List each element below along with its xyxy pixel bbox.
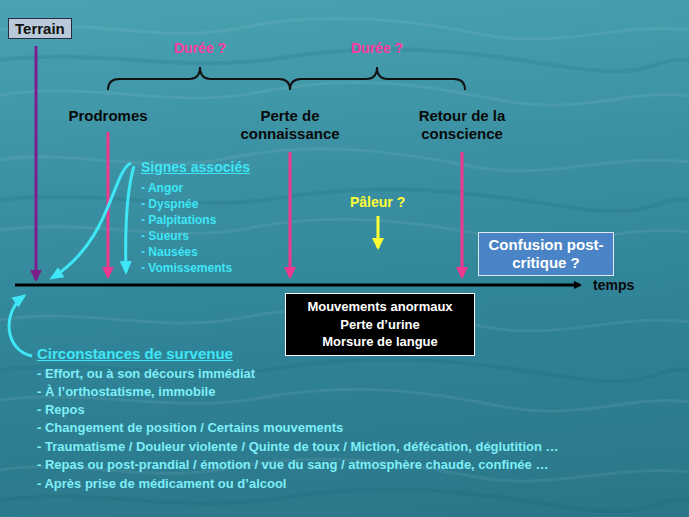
section-heading: Signes associés — [141, 159, 250, 175]
water-ripples — [0, 18, 689, 481]
box-text: Morsure de langue — [296, 333, 464, 351]
circumstance-item: - Changement de position / Certains mouv… — [37, 420, 343, 435]
sign-item: - Sueurs — [141, 229, 189, 243]
sign-item: - Angor — [141, 181, 183, 195]
box-text: Confusion post-critique ? — [487, 236, 605, 272]
sign-item: - Vomissements — [141, 261, 232, 275]
circumstances-arrow — [9, 296, 32, 356]
circumstance-item: - Traumatisme / Douleur violente / Quint… — [37, 439, 559, 454]
duration-brace — [108, 67, 290, 90]
phase-arrow — [461, 152, 464, 277]
time-axis — [15, 284, 580, 287]
signs-arrow — [126, 166, 134, 272]
box-text: Terrain — [15, 20, 65, 37]
circumstance-item: - Après prise de médicament ou d’alcool — [37, 476, 286, 491]
phase-label: Perte de connaissance — [229, 107, 351, 143]
box-text: Perte d’urine — [296, 316, 464, 334]
signs-box: Mouvements anormauxPerte d’urineMorsure … — [285, 293, 475, 356]
paleur-label: Pâleur ? — [350, 194, 405, 210]
terrain-box: Terrain — [8, 18, 72, 39]
water-ripples-dark — [0, 49, 689, 511]
sign-item: - Nausées — [141, 245, 198, 259]
duration-label: Durée ? — [174, 40, 226, 56]
duration-label: Durée ? — [351, 40, 403, 56]
sign-item: - Dyspnée — [141, 197, 198, 211]
circumstance-item: - Repas ou post-prandial / émotion / vue… — [37, 457, 548, 472]
duration-brace — [290, 67, 465, 90]
phase-label: Prodromes — [47, 107, 169, 125]
state-box: Confusion post-critique ? — [478, 232, 614, 276]
paleur-arrow — [377, 216, 380, 248]
phase-label: Retour de la conscience — [401, 107, 523, 143]
sign-item: - Palpitations — [141, 213, 216, 227]
circumstance-item: - Repos — [37, 402, 85, 417]
signs-arrow — [52, 163, 131, 278]
axis-label: temps — [593, 277, 634, 293]
circumstance-item: - Effort, ou à son décours immédiat — [37, 366, 255, 381]
phase-arrow — [289, 152, 292, 277]
box-text: Mouvements anormaux — [296, 298, 464, 316]
section-heading: Circonstances de survenue — [37, 345, 233, 362]
circumstance-item: - À l’orthostatisme, immobile — [37, 384, 215, 399]
terrain-arrow — [35, 46, 38, 280]
